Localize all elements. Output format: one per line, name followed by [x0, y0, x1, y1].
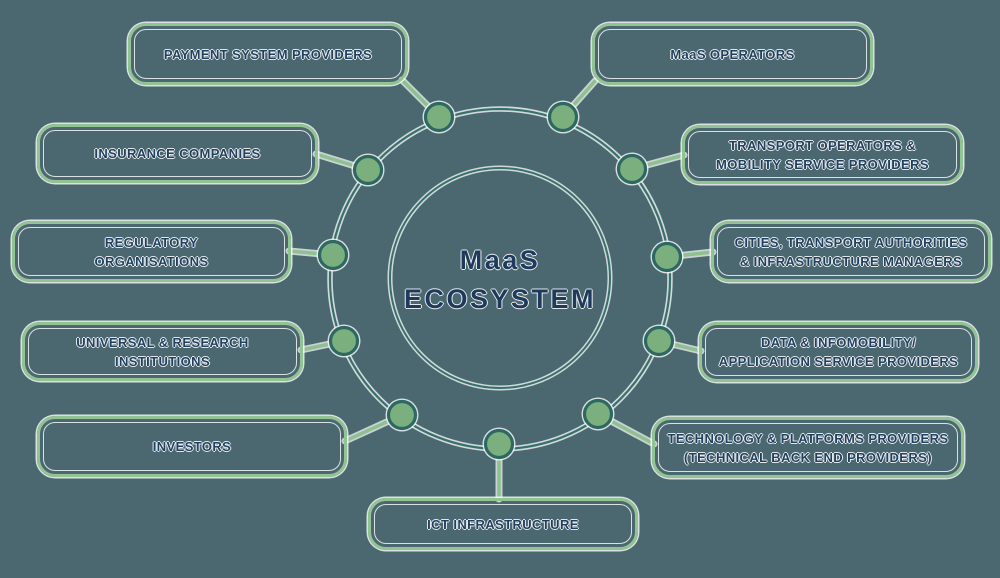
node-ict-infrastructure: [483, 428, 515, 460]
box-label-line2: APPLICATION SERVICE PROVIDERS: [718, 354, 959, 369]
box-label-line2: ORGANISATIONS: [94, 253, 209, 269]
box-technology-platforms-providers: TECHNOLOGY & PLATFORMS PROVIDERS (TECHNI…: [652, 417, 964, 478]
box-ict-infrastructure: ICT INFRASTRUCTURE: [368, 498, 638, 550]
node-technology-platforms: [582, 398, 614, 430]
node-investors: [386, 399, 418, 431]
box-label: ICT INFRASTRUCTURE: [427, 516, 579, 532]
box-regulatory-organisations: REGULATORY ORGANISATIONS: [12, 221, 291, 282]
node-regulatory-organisations: [317, 239, 349, 271]
box-label-line1: TECHNOLOGY & PLATFORMS PROVIDERS: [667, 430, 949, 446]
node-data-infomobility: [643, 325, 675, 357]
box-cities-transport-authorities-infrastructure-managers: CITIES, TRANSPORT AUTHORITIES & INFRASTR…: [711, 221, 991, 282]
node-universal-research: [328, 325, 360, 357]
box-investors: INVESTORS: [37, 416, 347, 477]
box-label-line2: MOBILITY SERVICE PROVIDERS: [716, 156, 929, 172]
box-label-line2: (TECHNICAL BACK END PROVIDERS): [684, 449, 932, 465]
node-transport-operators: [616, 153, 648, 185]
box-label-line1: UNIVERSAL & RESEARCH: [76, 334, 249, 350]
box-label: INVESTORS: [152, 439, 232, 454]
box-label-line2: & INFRASTRUCTURE MANAGERS: [739, 253, 963, 269]
box-label-line1: TRANSPORT OPERATORS &: [728, 137, 917, 153]
box-label-line2: INSTITUTIONS: [114, 353, 211, 369]
node-cities-authorities: [651, 241, 683, 273]
box-insurance-companies: INSURANCE COMPANIES: [37, 124, 318, 183]
node-maas-operators: [547, 101, 579, 133]
box-label: INSURANCE COMPANIES: [94, 146, 261, 161]
box-label: MaaS OPERATORS: [670, 46, 795, 62]
nodes: [317, 101, 683, 460]
box-universal-research-institutions: UNIVERSAL & RESEARCH INSTITUTIONS: [22, 322, 303, 381]
center-title-line1: MaaS: [459, 245, 541, 275]
inner-circle: [389, 167, 611, 389]
node-payment-system-providers: [423, 101, 455, 133]
box-maas-operators: MaaS OPERATORS: [592, 23, 873, 85]
box-label-line1: DATA & INFOMOBILITY/: [760, 335, 917, 350]
box-data-infomobility-application-service-providers: DATA & INFOMOBILITY/ APPLICATION SERVICE…: [699, 322, 978, 382]
center-title-line2: ECOSYSTEM: [403, 284, 597, 314]
box-transport-operators-mobility-service-providers: TRANSPORT OPERATORS & MOBILITY SERVICE P…: [682, 125, 963, 184]
box-label: PAYMENT SYSTEM PROVIDERS: [163, 46, 373, 62]
box-label-line1: CITIES, TRANSPORT AUTHORITIES: [734, 234, 968, 250]
box-label-line1: REGULATORY: [104, 234, 199, 250]
box-payment-system-providers: PAYMENT SYSTEM PROVIDERS: [128, 23, 408, 85]
node-insurance-companies: [352, 154, 384, 186]
center-title: MaaS ECOSYSTEM: [380, 232, 620, 327]
